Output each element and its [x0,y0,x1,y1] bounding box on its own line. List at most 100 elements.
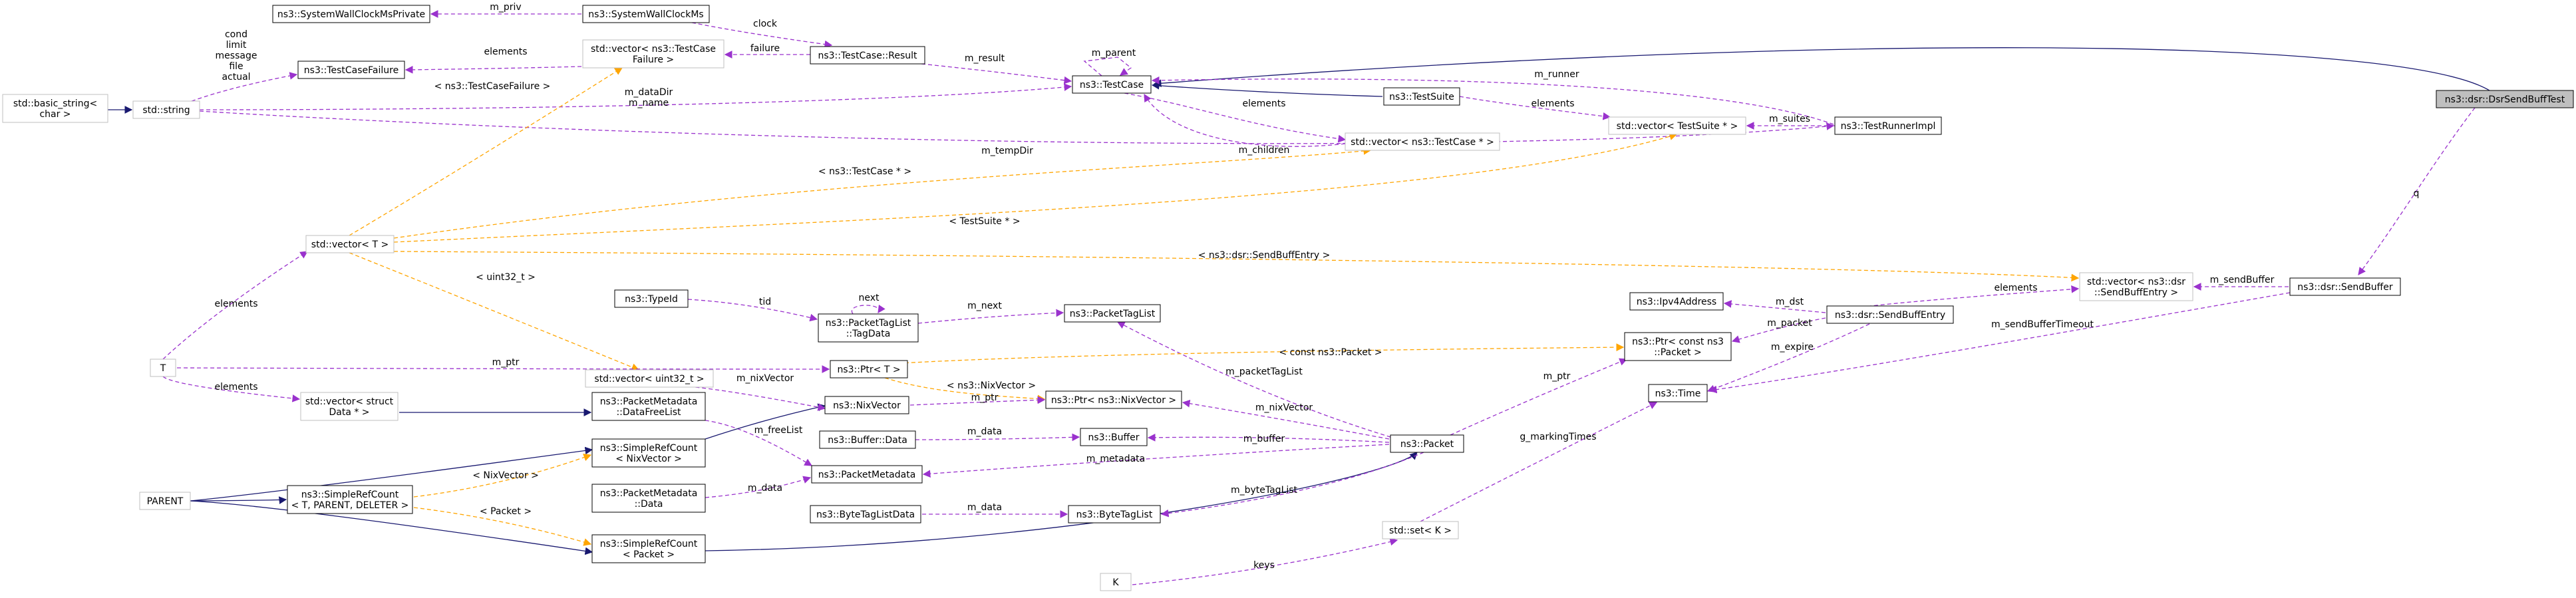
node-ipv4-address[interactable]: ns3::Ipv4Address [1629,292,1724,311]
node-label: ns3::SimpleRefCount [600,539,698,549]
node-box [810,46,925,65]
edge-label: m_freeList [754,425,803,436]
node-simple-ref-count[interactable]: ns3::SimpleRefCount< T, PARENT, DELETER … [287,485,413,514]
node-send-buffer[interactable]: ns3::dsr::SendBuffer [2289,277,2401,296]
node-ptr-const-packet[interactable]: ns3::Ptr< const ns3::Packet > [1624,332,1732,361]
edge-pm-data-to-packet-metadata [705,476,812,498]
node-type-id[interactable]: ns3::TypeId [614,289,689,308]
node-tag-data[interactable]: ns3::PacketTagList::TagData [818,313,919,343]
node-box [2,94,108,123]
edge-vec-t-to-vec-test-case-failure [349,67,623,236]
node-k: K [1100,573,1132,591]
edge-label: m_result [965,53,1005,64]
node-byte-tag-list[interactable]: ns3::ByteTagList [1068,505,1161,523]
node-parent: PARENT [139,492,191,510]
node-src-nix-vector[interactable]: ns3::SimpleRefCount< NixVector > [591,438,706,468]
node-label: ns3::Ptr< const ns3 [1632,337,1724,347]
node-label: std::vector< T > [311,239,389,250]
node-buffer[interactable]: ns3::Buffer [1080,428,1148,446]
node-label: ns3::SystemWallClockMs [588,9,703,20]
node-label: ns3::dsr::SendBuffer [2297,282,2393,293]
edge-label: m_buffer [1243,434,1285,444]
node-label: ns3::Ipv4Address [1637,297,1716,307]
node-box [1624,332,1732,361]
node-box [2436,90,2574,108]
edge-label: elements [1994,283,2037,293]
edge-send-buffer-to-dsr-send-buff-test [2358,107,2476,275]
edge-label: elements [1531,98,1574,109]
edge-label: < ns3::NixVector > [947,380,1036,391]
edge-nix-vector-to-ptr-nix-vector [909,396,1046,406]
edge-label: next [858,293,880,303]
node-label: ns3::PacketMetadata [818,470,916,480]
edge-t-node-to-vec-struct-data [162,376,301,402]
edge-label: m_sendBuffer [2210,275,2275,285]
node-label: ns3::TestSuite [1389,92,1454,102]
node-label: ns3::dsr::SendBuffEntry [1835,310,1945,321]
node-label: T [160,363,166,374]
node-label: ns3::TestCase [1080,80,1144,90]
edge-test-case-to-test-case [1083,57,1132,76]
node-box [1080,428,1148,446]
node-dsr-send-buff-test[interactable]: ns3::dsr::DsrSendBuffTest [2436,90,2574,108]
edge-label: m_tempDir [981,146,1033,156]
node-box [614,289,689,308]
node-packet-metadata[interactable]: ns3::PacketMetadata [811,465,923,484]
edge-test-case-to-dsr-send-buff-test [1153,47,2490,91]
node-box [1834,116,1942,135]
node-label: ns3::TestCaseFailure [304,65,399,76]
edge-byte-tag-list-to-packet [1160,452,1424,518]
node-box [591,484,706,513]
node-box [582,39,724,69]
node-label: ns3::NixVector [833,400,901,411]
node-label: PARENT [147,496,184,507]
edge-parent-to-src-nix-vector [190,496,287,504]
node-label: ns3::TestRunnerImpl [1841,121,1936,132]
node-byte-tag-list-data[interactable]: ns3::ByteTagListData [810,505,921,523]
edge-vec-t-to-vec-uint32 [349,252,640,371]
node-system-wall-clock-ms-private[interactable]: ns3::SystemWallClockMsPrivate [272,5,430,23]
edge-label: tid [759,297,771,307]
node-label: ns3::ByteTagListData [816,510,915,520]
node-ptr-nix-vector[interactable]: ns3::Ptr< ns3::NixVector > [1045,390,1182,409]
node-label: ns3::PacketTagList [1070,309,1156,319]
node-packet[interactable]: ns3::Packet [1390,434,1464,453]
edge-data-free-list-to-packet-metadata [705,420,813,466]
node-nix-vector[interactable]: ns3::NixVector [824,396,909,414]
edge-label: < uint32_t > [476,272,536,283]
edge-parent-to-src-packet [190,500,593,555]
edge-vec-t-to-vec-test-suite [393,132,1678,243]
node-time[interactable]: ns3::Time [1648,384,1708,402]
node-ptr-t[interactable]: ns3::Ptr< T > [830,360,908,378]
node-basic-string: std::basic_string<char > [2,94,108,123]
node-label: ns3::Buffer::Data [828,435,907,446]
node-box [300,392,399,421]
edge-label: actual [222,72,250,82]
node-data-free-list[interactable]: ns3::PacketMetadata::DataFreeList [591,392,706,421]
edge-label: m_sendBufferTimeout [1991,319,2094,330]
node-test-suite[interactable]: ns3::TestSuite [1383,87,1460,106]
node-test-case-failure[interactable]: ns3::TestCaseFailure [297,61,405,79]
node-test-runner-impl[interactable]: ns3::TestRunnerImpl [1834,116,1942,135]
node-packet-tag-list[interactable]: ns3::PacketTagList [1064,304,1161,323]
edge-tag-data-to-packet-tag-list [917,309,1064,324]
node-box [585,369,714,388]
node-pm-data[interactable]: ns3::PacketMetadata::Data [591,484,706,513]
edge-label: clock [753,19,778,29]
node-label: std::vector< ns3::TestCase [591,44,716,55]
edge-label: failure [750,43,780,54]
edge-label: m_parent [1092,48,1136,59]
node-box [297,61,405,79]
node-buffer-data[interactable]: ns3::Buffer::Data [819,430,916,449]
edge-set-k-to-time [1420,402,1658,522]
node-src-packet[interactable]: ns3::SimpleRefCount< Packet > [591,534,706,563]
node-system-wall-clock-ms[interactable]: ns3::SystemWallClockMs [582,5,710,23]
node-label: < NixVector > [615,454,682,464]
edge-ptr-t-to-ptr-const-packet [878,343,1625,365]
node-test-case-result[interactable]: ns3::TestCase::Result [810,46,925,65]
edge-label: m_data [967,502,1002,513]
nodes-layer: ns3::dsr::DsrSendBuffTestns3::dsr::SendB… [2,5,2574,591]
node-send-buff-entry[interactable]: ns3::dsr::SendBuffEntry [1826,305,1954,324]
node-test-case[interactable]: ns3::TestCase [1072,75,1152,94]
